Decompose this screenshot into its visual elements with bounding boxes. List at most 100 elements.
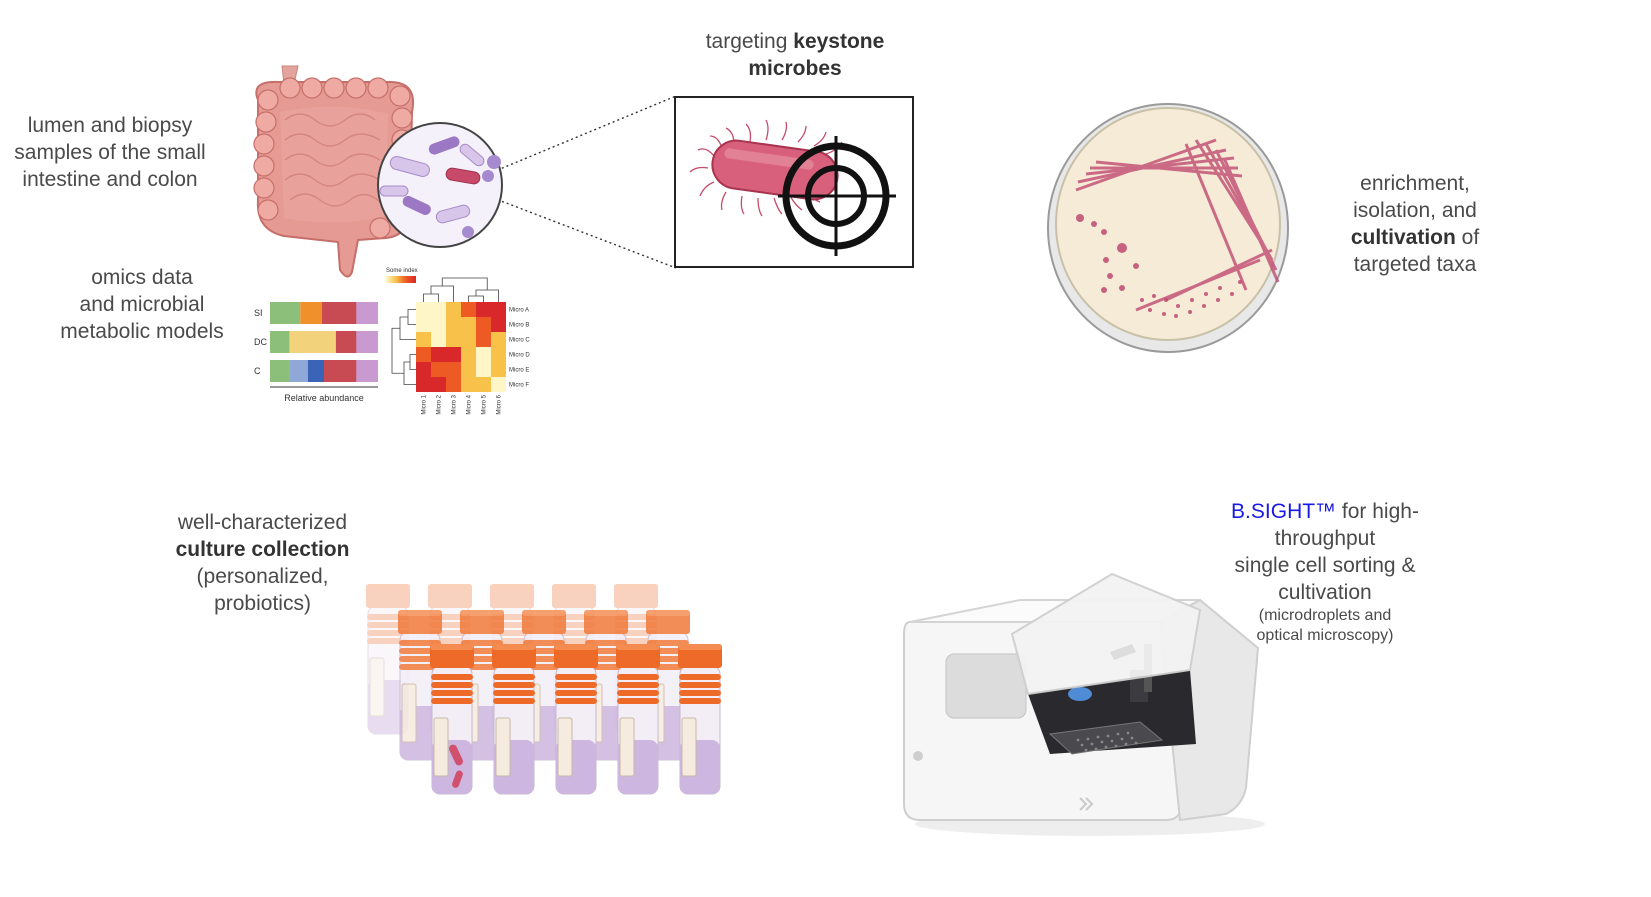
bsight-line-3: single cell sorting & [1234,554,1416,577]
culture-tube [430,644,474,795]
samples-line-1: lumen and biopsy [27,114,193,137]
heatmap-cell [446,332,461,347]
heatmap-cell [491,377,506,392]
bar-row-label: DC [254,337,267,347]
bar-segment [321,302,357,324]
heatmap-cell [416,347,431,362]
bsight-small-2: optical microscopy) [1256,627,1394,644]
bar-segment [270,360,290,382]
petri-dish-illustration [1047,103,1289,353]
heatmap-legend-bar [386,276,416,283]
collection-line-1: well-characterized [177,511,348,534]
culture-tube [366,584,410,735]
collection-line-4: probiotics) [214,592,311,615]
heatmap-cell [461,302,476,317]
heatmap-cell [416,332,431,347]
cultivation-bold: cultivation [1350,226,1456,249]
heatmap-cell [431,332,446,347]
samples-label: lumen and biopsy samples of the small in… [10,112,210,193]
bar-segment [335,331,357,353]
heatmap-legend-title: Some index [386,268,418,274]
bar-segment [270,302,301,324]
omics-line-3: metabolic models [60,320,224,343]
culture-tube [616,644,660,795]
targeting-label: targeting keystone microbes [680,28,910,82]
bar-segment [289,331,336,353]
culture-tubes-illustration [366,584,722,795]
heatmap-cell [491,347,506,362]
heatmap-cell [431,317,446,332]
bar-segment [356,331,378,353]
bar-row-label: C [254,366,261,376]
heatmap-col-label: Micro 3 [452,394,458,414]
heatmap-row-label: Micro F [509,383,529,389]
heatmap-cell [446,302,461,317]
targeting-prefix: targeting [705,30,788,53]
bsight-line-1-rest: for high- [1336,500,1419,523]
heatmap-cell [476,347,491,362]
heatmap-row-label: Micro B [509,323,529,329]
bsight-label: B.SIGHT™ for high- throughput single cel… [1205,498,1445,646]
keystone-inset [674,96,914,268]
microbes-cluster [379,136,501,238]
heatmap-cell [431,302,446,317]
omics-label: omics data and microbial metabolic model… [52,264,232,345]
culture-tube [492,644,536,795]
heatmap-cell [491,332,506,347]
bar-segment [289,360,308,382]
crosshair-icon [778,136,896,256]
collection-label: well-characterized culture collection (p… [160,509,365,617]
heatmap-row-label: Micro A [509,308,529,314]
heatmap-col-label: Micro 5 [482,394,488,414]
enrichment-line-1: enrichment, [1360,172,1470,195]
heatmap-cell [446,362,461,377]
heatmap-cell [416,317,431,332]
bar-segment [300,302,322,324]
colonies [1076,214,1242,318]
well-plate [1048,721,1164,755]
enrichment-line-2: isolation, and [1353,199,1477,222]
heatmap-col-label: Micro 1 [422,394,428,414]
bar-segment [270,331,290,353]
heatmap-cell [416,377,431,392]
heatmap-cell [461,347,476,362]
heatmap-cell [491,302,506,317]
bsight-line-4: cultivation [1278,581,1372,604]
collection-bold: culture collection [175,538,350,561]
bar-segment [324,360,357,382]
heatmap-cell [476,302,491,317]
samples-line-2: samples of the small [14,141,206,164]
heatmap-cell [476,362,491,377]
heatmap-cell [461,377,476,392]
heatmap-cell [476,317,491,332]
targeting-line-2: microbes [680,55,910,82]
heatmap-cell [416,362,431,377]
targeting-bold-2: microbes [748,57,842,80]
bar-segment [356,302,378,324]
enrichment-label: enrichment, isolation, and cultivation o… [1320,170,1510,278]
bar-segment [307,360,324,382]
culture-tube [554,644,598,795]
heatmap-cell [431,347,446,362]
heatmap-cell [446,347,461,362]
bsight-instrument-illustration [903,572,1265,836]
heatmap-row-label: Micro E [509,368,529,374]
heatmap-cell [431,362,446,377]
heatmap-cell [461,362,476,377]
bsight-line-1: B.SIGHT™ for high- [1205,498,1445,525]
enrichment-line-3: cultivation of [1320,224,1510,251]
heatmap-cell [446,377,461,392]
bsight-brand: B.SIGHT™ [1231,500,1337,523]
omics-line-1: omics data [91,266,193,289]
heatmap-cell [461,317,476,332]
culture-tube [678,644,722,795]
heatmap-cell [476,377,491,392]
heatmap-row-label: Micro D [509,353,530,359]
bsight-small-1: (microdroplets and [1258,607,1392,624]
heatmap-cell [416,302,431,317]
streak-lines [1075,138,1280,312]
heatmap-col-label: Micro 2 [437,394,443,414]
heatmap-cell [491,317,506,332]
heatmap-cell [491,362,506,377]
heatmap-cell [476,332,491,347]
